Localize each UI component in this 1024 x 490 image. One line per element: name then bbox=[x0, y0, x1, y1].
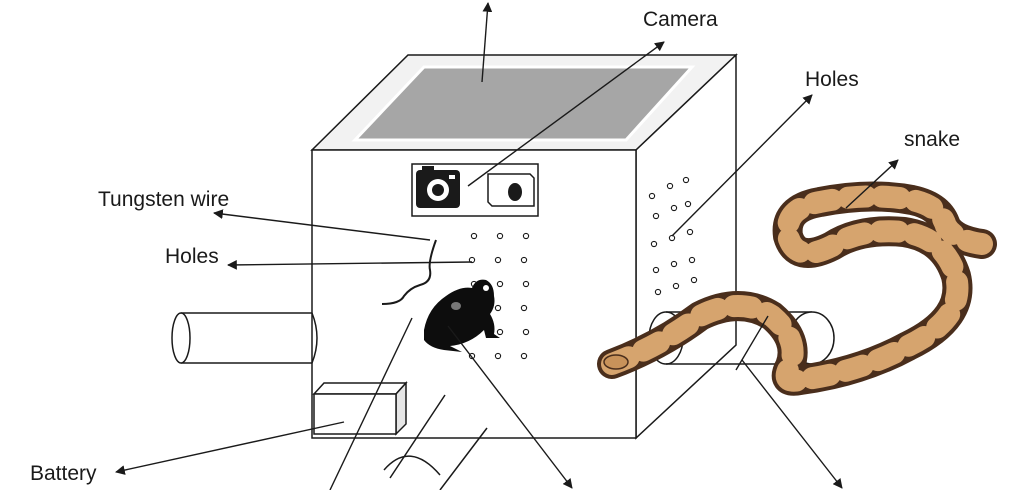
hole bbox=[688, 256, 696, 264]
arrow-tungsten-wire bbox=[213, 209, 431, 241]
hole bbox=[654, 288, 662, 296]
arrow-battery bbox=[115, 421, 345, 475]
label-holes-left: Holes bbox=[165, 245, 219, 268]
arrow-camera bbox=[467, 41, 665, 187]
arrow-holes-right bbox=[671, 94, 813, 237]
hole bbox=[682, 176, 690, 184]
side-holes bbox=[648, 176, 698, 296]
pointer-arrows bbox=[115, 2, 899, 490]
frog-silhouette bbox=[424, 279, 500, 352]
hole bbox=[522, 232, 530, 240]
hole bbox=[520, 352, 528, 360]
hole bbox=[652, 266, 660, 274]
hole bbox=[670, 204, 678, 212]
top-panel bbox=[351, 65, 696, 142]
hole bbox=[496, 280, 504, 288]
left-tube bbox=[171, 312, 318, 364]
hole bbox=[494, 304, 502, 312]
label-camera: Camera bbox=[643, 8, 718, 31]
front-holes bbox=[468, 232, 530, 360]
arrow-left-down bbox=[329, 317, 413, 490]
arrow-snake bbox=[845, 159, 899, 209]
hole bbox=[650, 240, 658, 248]
arrow-tube-down bbox=[741, 359, 843, 489]
battery bbox=[312, 381, 408, 436]
arrow-up bbox=[481, 2, 493, 83]
hole bbox=[684, 200, 692, 208]
hole bbox=[520, 304, 528, 312]
label-tungsten-wire: Tungsten wire bbox=[98, 188, 229, 211]
snake-head bbox=[603, 354, 629, 370]
hole bbox=[648, 192, 656, 200]
arrow-holes-left bbox=[227, 259, 473, 270]
hole bbox=[496, 232, 504, 240]
hole bbox=[672, 282, 680, 290]
hole bbox=[494, 352, 502, 360]
camera-module bbox=[411, 163, 539, 217]
hole bbox=[652, 212, 660, 220]
hole bbox=[520, 256, 528, 264]
hole bbox=[690, 276, 698, 284]
hole bbox=[668, 234, 676, 242]
arrow-frog-down bbox=[447, 325, 573, 489]
hole bbox=[522, 328, 530, 336]
tungsten-wire bbox=[381, 239, 437, 305]
snake-cross-mark bbox=[735, 315, 769, 371]
hole bbox=[470, 232, 478, 240]
label-battery: Battery bbox=[30, 462, 97, 485]
hole bbox=[494, 256, 502, 264]
hole bbox=[522, 280, 530, 288]
hole bbox=[496, 328, 504, 336]
bottom-tube bbox=[383, 394, 488, 490]
hole bbox=[670, 260, 678, 268]
label-snake: snake bbox=[904, 128, 960, 151]
label-holes-right: Holes bbox=[805, 68, 859, 91]
hole bbox=[666, 182, 674, 190]
hole bbox=[686, 228, 694, 236]
snake bbox=[597, 181, 997, 396]
